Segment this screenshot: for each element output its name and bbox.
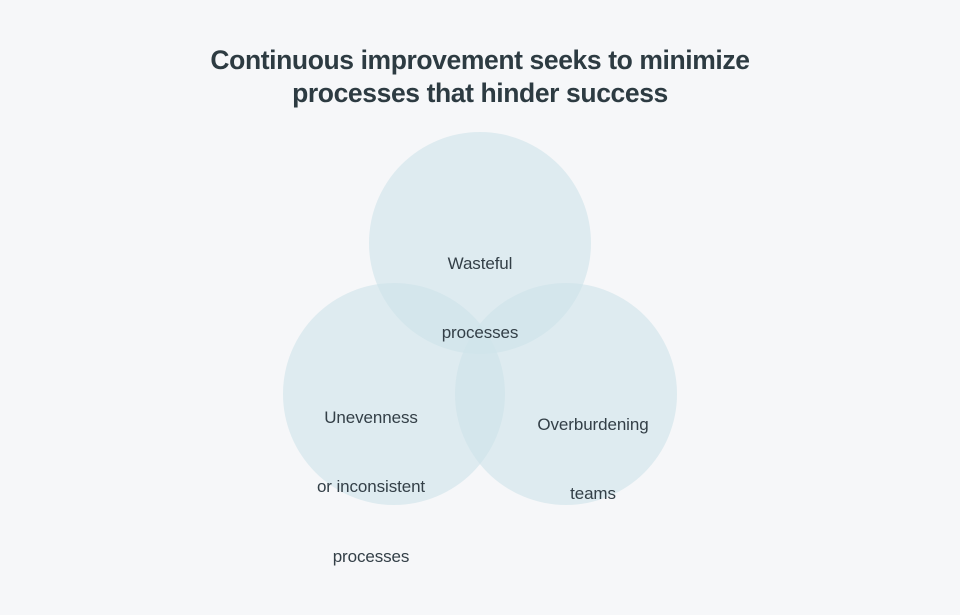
venn-label-wasteful-line-2: processes bbox=[441, 323, 519, 343]
venn-circle-overburdening[interactable] bbox=[455, 283, 677, 505]
venn-label-unevenness-line-3: processes bbox=[332, 547, 410, 567]
venn-diagram: Wasteful processes Unevenness or inconsi… bbox=[283, 132, 677, 566]
venn-label-unevenness-line-2: or inconsistent bbox=[316, 477, 426, 497]
venn-circle-unevenness[interactable] bbox=[283, 283, 505, 505]
venn-label-overburdening-line-1: Overburdening bbox=[537, 414, 649, 434]
venn-label-wasteful-line-1: Wasteful bbox=[447, 253, 513, 273]
venn-label-overburdening-line-2: teams bbox=[570, 484, 616, 504]
venn-label-unevenness-line-1: Unevenness bbox=[324, 407, 418, 427]
page-title-line-2: processes that hinder success bbox=[292, 78, 668, 108]
venn-label-overburdening: Overburdening teams bbox=[503, 366, 683, 552]
venn-circles bbox=[283, 132, 677, 505]
venn-label-unevenness: Unevenness or inconsistent processes bbox=[281, 359, 461, 615]
slide-canvas: Continuous improvement seeks to minimize… bbox=[0, 44, 960, 567]
page-title-line-1: Continuous improvement seeks to minimize bbox=[210, 45, 750, 75]
venn-label-wasteful: Wasteful processes bbox=[380, 205, 580, 391]
page-title: Continuous improvement seeks to minimize… bbox=[0, 44, 960, 110]
venn-diagram-graphic bbox=[283, 132, 677, 505]
